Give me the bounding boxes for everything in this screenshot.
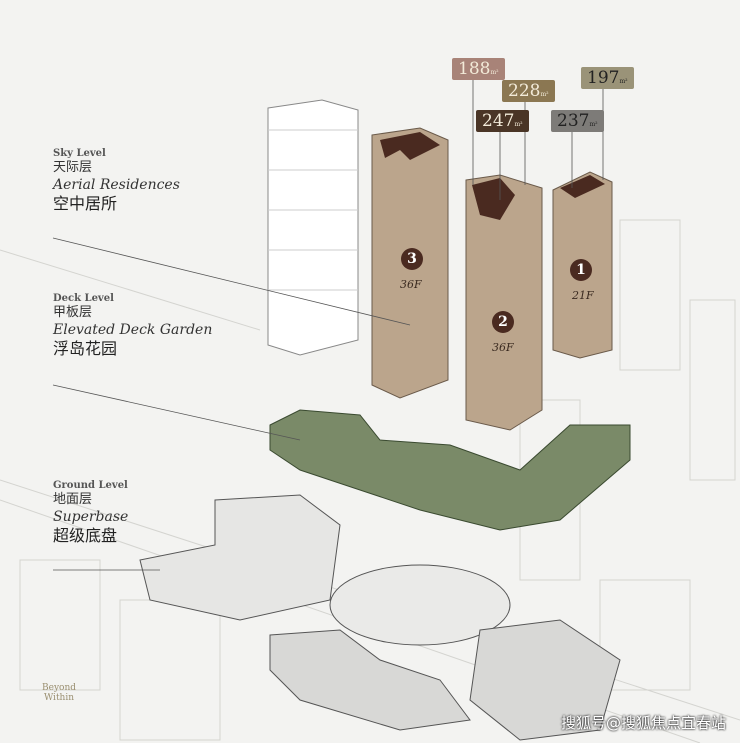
sky-level-label: Sky Level 天际层 Aerial Residences 空中居所 <box>53 148 180 214</box>
level-cn: 甲板层 <box>53 305 93 320</box>
watermark: 搜狐号@搜狐焦点宜春站 <box>560 714 726 732</box>
level-desc-cn: 超级底盘 <box>53 526 118 545</box>
tower-2 <box>465 174 543 431</box>
brand-logo: Beyond Within <box>42 683 76 703</box>
level-desc-en: Elevated Deck Garden <box>53 322 213 338</box>
area-unit: m² <box>490 69 499 76</box>
area-unit: m² <box>514 121 523 128</box>
tower-number-3: 3 <box>401 248 423 270</box>
area-value: 197 <box>587 68 620 88</box>
white-tower <box>267 99 359 356</box>
tower-number-2: 2 <box>492 311 514 333</box>
ground-level-label: Ground Level 地面层 Superbase 超级底盘 <box>53 480 128 546</box>
logo-line1: Beyond <box>42 683 77 693</box>
area-value: 237 <box>557 111 590 131</box>
deck-level-label: Deck Level 甲板层 Elevated Deck Garden 浮岛花园 <box>53 293 212 359</box>
level-en: Ground Level <box>53 480 128 491</box>
area-tag-237: 237m² <box>551 110 604 132</box>
tower-floors-3: 36F <box>400 278 422 291</box>
area-value: 188 <box>458 59 491 79</box>
logo-line2: Within <box>43 693 75 703</box>
level-desc-cn: 空中居所 <box>53 194 118 213</box>
area-value: 247 <box>482 111 515 131</box>
level-en: Sky Level <box>53 148 106 159</box>
area-value: 228 <box>508 81 541 101</box>
area-unit: m² <box>619 78 628 85</box>
area-tag-247: 247m² <box>476 110 529 132</box>
level-cn: 地面层 <box>53 492 93 507</box>
level-en: Deck Level <box>53 293 114 304</box>
level-desc-en: Superbase <box>53 509 129 525</box>
area-unit: m² <box>589 121 598 128</box>
area-tag-228: 228m² <box>502 80 555 102</box>
deck-garden <box>269 409 631 531</box>
area-unit: m² <box>540 91 549 98</box>
level-cn: 天际层 <box>53 160 93 175</box>
ground-base <box>139 494 621 741</box>
level-desc-en: Aerial Residences <box>53 177 180 193</box>
area-tag-197: 197m² <box>581 67 634 89</box>
area-tag-188: 188m² <box>452 58 505 80</box>
tower-number-1: 1 <box>570 259 592 281</box>
tower-floors-2: 36F <box>492 341 514 354</box>
tower-floors-1: 21F <box>572 289 594 302</box>
level-desc-cn: 浮岛花园 <box>53 339 118 358</box>
